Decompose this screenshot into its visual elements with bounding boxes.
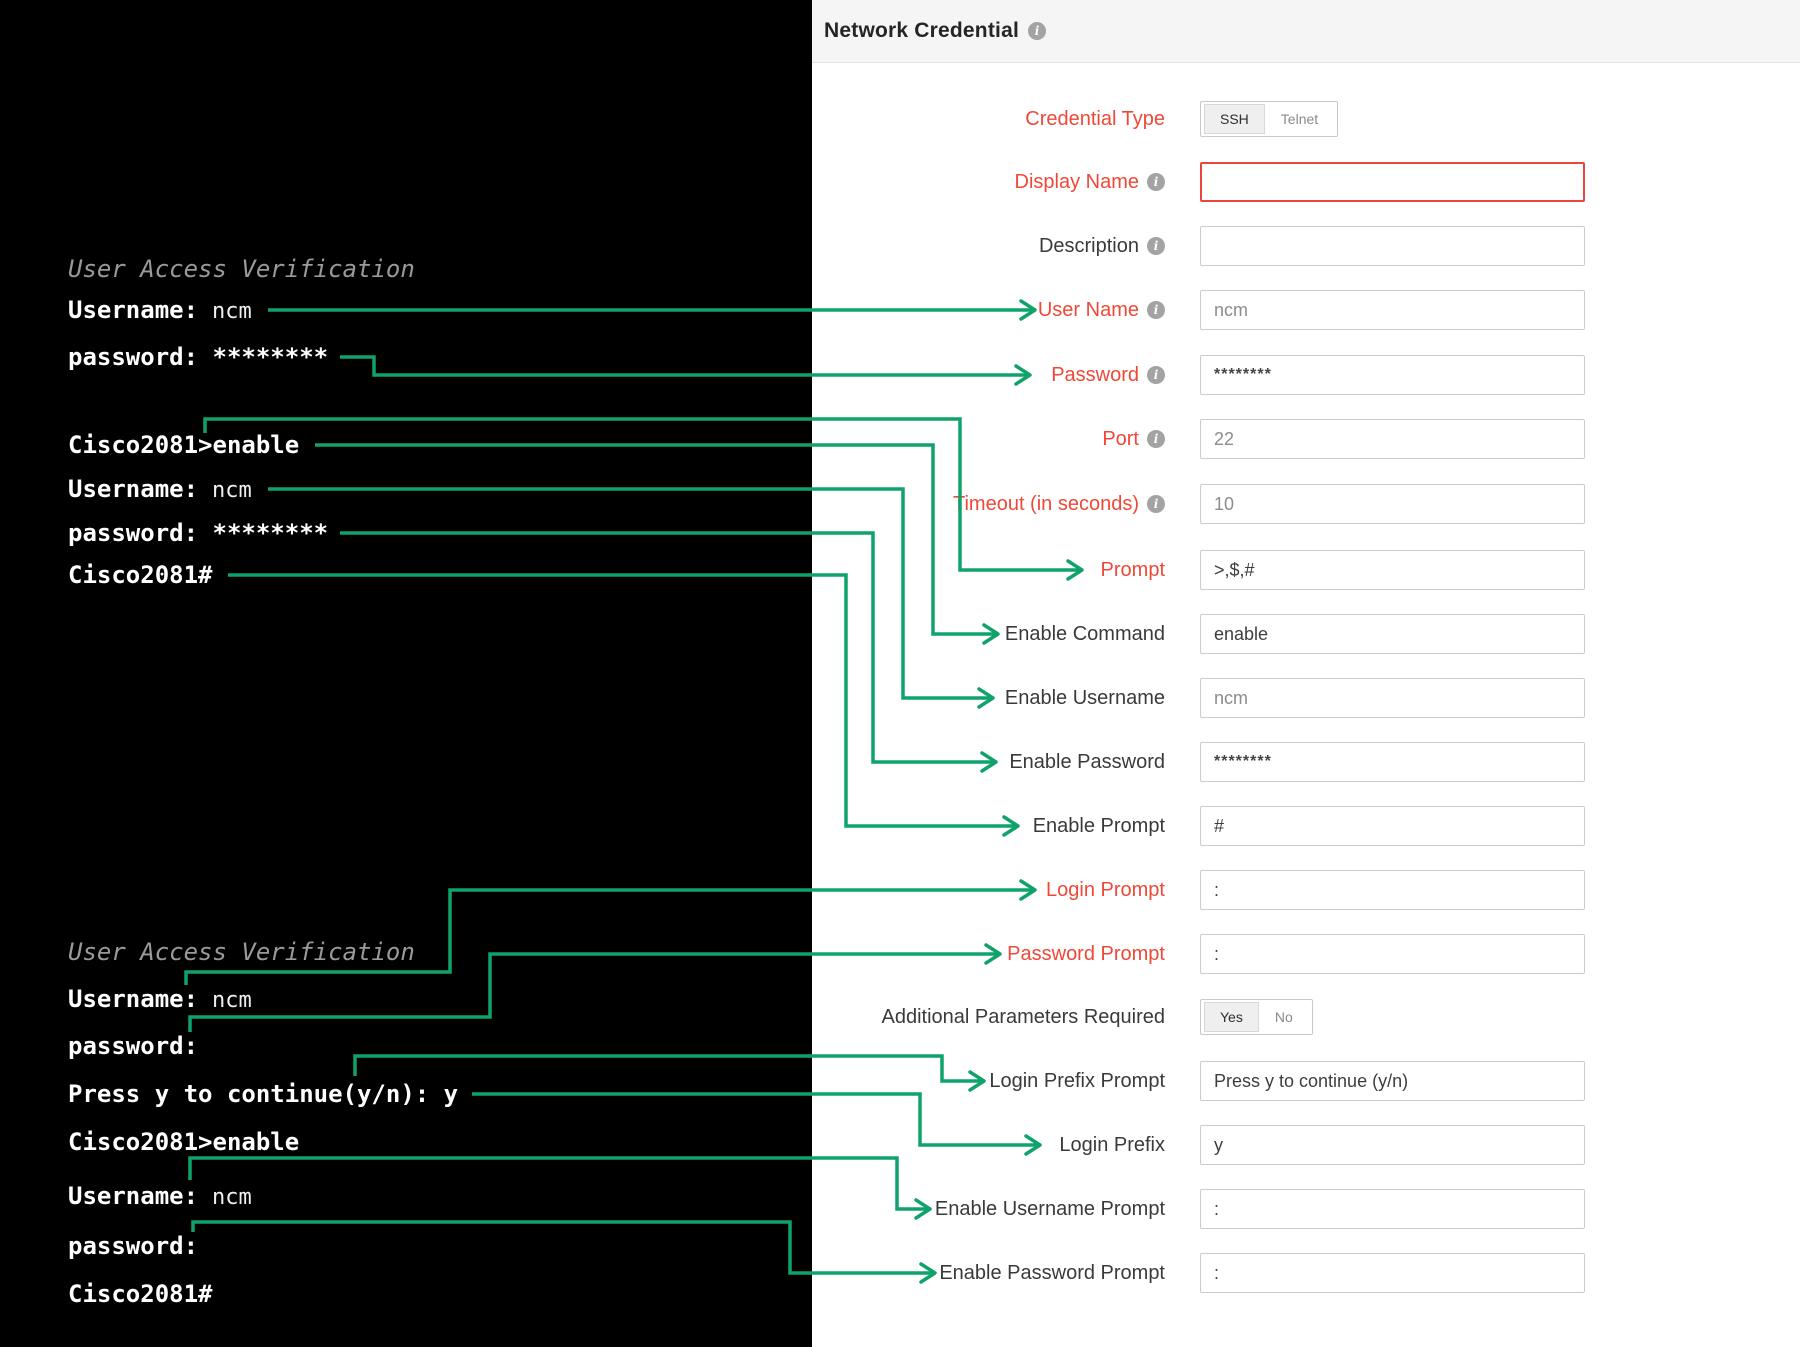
credential-type-label: Credential Type (1025, 107, 1165, 130)
terminal-line-password: password: (68, 1032, 199, 1060)
enable-password-prompt-label: Enable Password Prompt (939, 1261, 1165, 1284)
additional-parameters-toggle: Yes No (1200, 999, 1313, 1035)
enable-prompt-label: Enable Prompt (1032, 814, 1165, 837)
terminal-panel: User Access Verification Username:ncm pa… (0, 0, 812, 1347)
port-input[interactable] (1200, 419, 1585, 459)
toggle-option-ssh[interactable]: SSH (1204, 104, 1265, 134)
toggle-option-telnet[interactable]: Telnet (1280, 111, 1319, 127)
enable-username-prompt-input[interactable] (1200, 1189, 1585, 1229)
form-row-timeout: Timeout (in seconds)i (812, 484, 1800, 524)
user-name-input[interactable] (1200, 290, 1585, 330)
form-row-enable-password: Enable Password (812, 742, 1800, 782)
info-icon[interactable]: i (1147, 173, 1165, 191)
form-row-login-prefix-prompt: Login Prefix Prompt (812, 1061, 1800, 1101)
login-prompt-label: Login Prompt (1046, 878, 1165, 901)
enable-username-input[interactable] (1200, 678, 1585, 718)
login-prefix-prompt-input[interactable] (1200, 1061, 1585, 1101)
terminal-line-username: Username:ncm (68, 985, 252, 1013)
terminal-line-username: Username:ncm (68, 475, 252, 503)
prompt-label: Prompt (1100, 558, 1165, 581)
form-row-login-prompt: Login Prompt (812, 870, 1800, 910)
terminal-line-password: password: (68, 1232, 199, 1260)
timeout-input[interactable] (1200, 484, 1585, 524)
toggle-option-yes[interactable]: Yes (1204, 1002, 1259, 1032)
terminal-line-enable: Cisco2081>enable (68, 1128, 300, 1156)
page-title: Network Credential (824, 19, 1019, 42)
terminal-line-password: password: ******** (68, 343, 329, 371)
terminal-line-username: Username:ncm (68, 296, 252, 324)
info-icon[interactable]: i (1147, 237, 1165, 255)
login-prompt-input[interactable] (1200, 870, 1585, 910)
login-prefix-label: Login Prefix (1059, 1133, 1165, 1156)
terminal-line-username: Username:ncm (68, 1182, 252, 1210)
display-name-input[interactable] (1200, 162, 1585, 202)
login-prefix-input[interactable] (1200, 1125, 1585, 1165)
enable-command-label: Enable Command (1004, 622, 1165, 645)
panel-header: Network Credential i (812, 0, 1800, 63)
form-row-credential-type: Credential Type SSH Telnet (812, 99, 1800, 139)
toggle-option-no[interactable]: No (1274, 1009, 1293, 1025)
enable-password-prompt-input[interactable] (1200, 1253, 1585, 1293)
terminal-comment: User Access Verification (68, 255, 415, 283)
password-input[interactable] (1200, 355, 1585, 395)
additional-parameters-label: Additional Parameters Required (881, 1005, 1166, 1028)
enable-password-label: Enable Password (1009, 750, 1165, 773)
password-prompt-label: Password Prompt (1007, 942, 1165, 965)
terminal-line-prompt: Cisco2081# (68, 1280, 213, 1308)
terminal-line-password: password: ******** (68, 519, 329, 547)
enable-password-input[interactable] (1200, 742, 1585, 782)
enable-username-label: Enable Username (1004, 686, 1165, 709)
enable-prompt-input[interactable] (1200, 806, 1585, 846)
password-prompt-input[interactable] (1200, 934, 1585, 974)
form-row-enable-prompt: Enable Prompt (812, 806, 1800, 846)
info-icon[interactable]: i (1147, 301, 1165, 319)
credential-type-toggle: SSH Telnet (1200, 101, 1339, 137)
form-row-enable-password-prompt: Enable Password Prompt (812, 1253, 1800, 1293)
terminal-line-prompt: Cisco2081# (68, 561, 213, 589)
terminal-line-enable: Cisco2081>enable (68, 431, 300, 459)
form-row-enable-command: Enable Command (812, 614, 1800, 654)
form-row-enable-username-prompt: Enable Username Prompt (812, 1189, 1800, 1229)
terminal-line-continue: Press y to continue(y/n): y (68, 1080, 459, 1108)
timeout-label: Timeout (in seconds)i (812, 484, 1165, 524)
form-row-login-prefix: Login Prefix (812, 1125, 1800, 1165)
form-row-additional-parameters: Additional Parameters Required Yes No (812, 997, 1800, 1037)
login-prefix-prompt-label: Login Prefix Prompt (989, 1069, 1165, 1092)
enable-command-input[interactable] (1200, 614, 1585, 654)
info-icon[interactable]: i (1147, 366, 1165, 384)
info-icon[interactable]: i (1147, 430, 1165, 448)
prompt-input[interactable] (1200, 550, 1585, 590)
form-row-prompt: Prompt (812, 550, 1800, 590)
info-icon[interactable]: i (1147, 495, 1165, 513)
info-icon[interactable]: i (1027, 22, 1046, 40)
enable-username-prompt-label: Enable Username Prompt (934, 1197, 1165, 1220)
form-row-enable-username: Enable Username (812, 678, 1800, 718)
terminal-comment: User Access Verification (68, 938, 415, 966)
description-input[interactable] (1200, 226, 1585, 266)
form-row-password-prompt: Password Prompt (812, 934, 1800, 974)
